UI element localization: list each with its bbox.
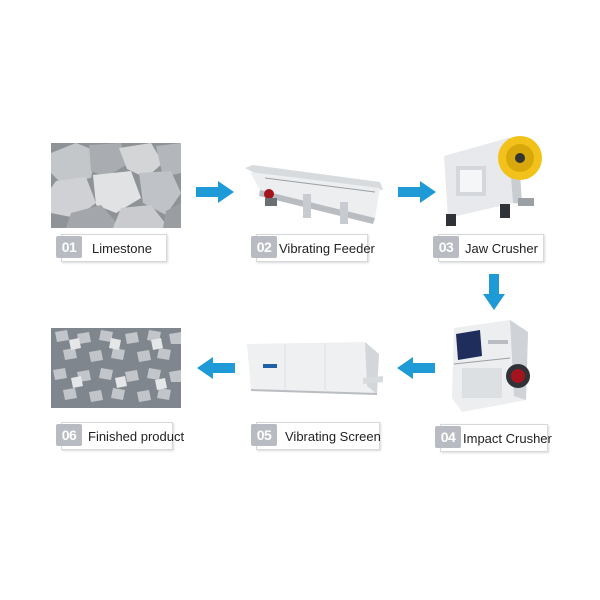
step-impact-crusher: 04 Impact Crusher bbox=[435, 318, 552, 452]
step-label: 06 Finished product bbox=[56, 422, 184, 450]
step-name: Limestone bbox=[92, 240, 152, 256]
step-name: Jaw Crusher bbox=[465, 240, 538, 256]
step-label: 04 Impact Crusher bbox=[435, 424, 552, 452]
step-number: 02 bbox=[251, 236, 277, 258]
step-number: 01 bbox=[56, 236, 82, 258]
arrow-left-icon bbox=[197, 357, 235, 379]
step-name: Vibrating Screen bbox=[285, 428, 381, 444]
arrow-right-icon bbox=[398, 181, 436, 203]
vibrating-feeder-icon bbox=[245, 165, 383, 224]
step-name: Impact Crusher bbox=[463, 430, 552, 446]
step-jaw-crusher: 03 Jaw Crusher bbox=[433, 128, 548, 266]
step-name: Finished product bbox=[88, 428, 185, 444]
step-vibrating-feeder: 02 Vibrating Feeder bbox=[245, 160, 385, 265]
step-number: 05 bbox=[251, 424, 277, 446]
step-vibrating-screen: 05 Vibrating Screen bbox=[245, 340, 385, 452]
crushed-gravel-icon bbox=[51, 328, 181, 408]
arrow-down-icon bbox=[483, 274, 505, 310]
step-number: 03 bbox=[433, 236, 459, 258]
step-label: 03 Jaw Crusher bbox=[433, 234, 544, 262]
limestone-rocks-icon bbox=[51, 143, 181, 228]
step-label: 01 Limestone bbox=[56, 234, 167, 262]
vibrating-screen-icon bbox=[247, 342, 383, 395]
impact-crusher-icon bbox=[452, 320, 530, 412]
arrow-right-icon bbox=[196, 181, 234, 203]
step-number: 04 bbox=[435, 426, 461, 448]
step-finished-product: 06 Finished product bbox=[51, 328, 184, 452]
step-name: Vibrating Feeder bbox=[279, 240, 375, 256]
arrow-left-icon bbox=[397, 357, 435, 379]
step-label: 02 Vibrating Feeder bbox=[251, 234, 375, 262]
step-number: 06 bbox=[56, 424, 82, 446]
step-label: 05 Vibrating Screen bbox=[251, 422, 381, 450]
jaw-crusher-icon bbox=[444, 136, 542, 226]
step-limestone: 01 Limestone bbox=[51, 143, 181, 263]
